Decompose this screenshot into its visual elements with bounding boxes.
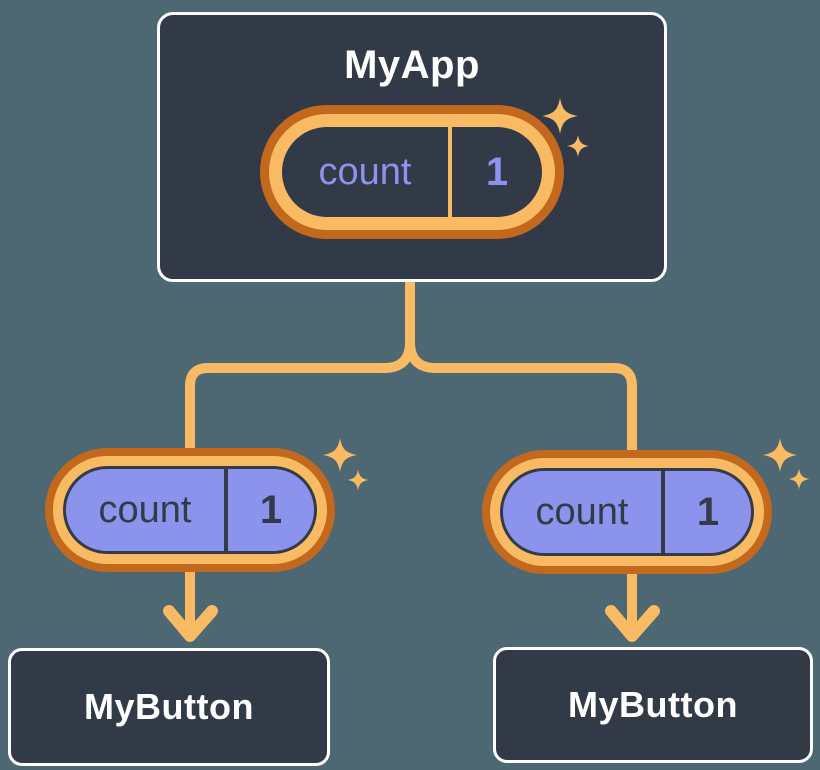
prop-pill-outer-ring: count 1 [482, 450, 772, 574]
component-card-mybutton-right: MyButton [493, 647, 813, 763]
state-value: 1 [485, 149, 509, 194]
component-card-myapp: MyApp count 1 [157, 12, 667, 282]
state-pill-inner-ring: count 1 [269, 114, 555, 230]
prop-name: count [535, 490, 629, 533]
state-name: count [318, 150, 412, 193]
component-title: MyApp [344, 43, 480, 87]
prop-pill-left: count 1 [45, 448, 335, 572]
state-pill-divider [448, 127, 452, 217]
prop-pill-right: count 1 [482, 450, 772, 574]
component-card-mybutton-left: MyButton [8, 648, 330, 766]
prop-pill-body: count 1 [63, 466, 317, 554]
prop-pill-body: count 1 [500, 468, 754, 556]
prop-pill-outer-ring: count 1 [45, 448, 335, 572]
state-pill: count 1 [260, 105, 564, 239]
prop-pill-inner-ring: count 1 [53, 456, 327, 564]
component-title: MyButton [568, 684, 738, 725]
prop-value: 1 [259, 487, 283, 532]
prop-name: count [98, 488, 192, 531]
prop-pill-divider [661, 471, 665, 553]
component-title: MyButton [84, 686, 254, 727]
prop-value: 1 [696, 489, 720, 534]
prop-pill-inner-ring: count 1 [490, 458, 764, 566]
state-pill-outer-ring: count 1 [260, 105, 564, 239]
arrow-down-icon [163, 605, 218, 642]
arrow-down-icon [605, 605, 660, 642]
state-pill-body: count 1 [282, 127, 542, 217]
